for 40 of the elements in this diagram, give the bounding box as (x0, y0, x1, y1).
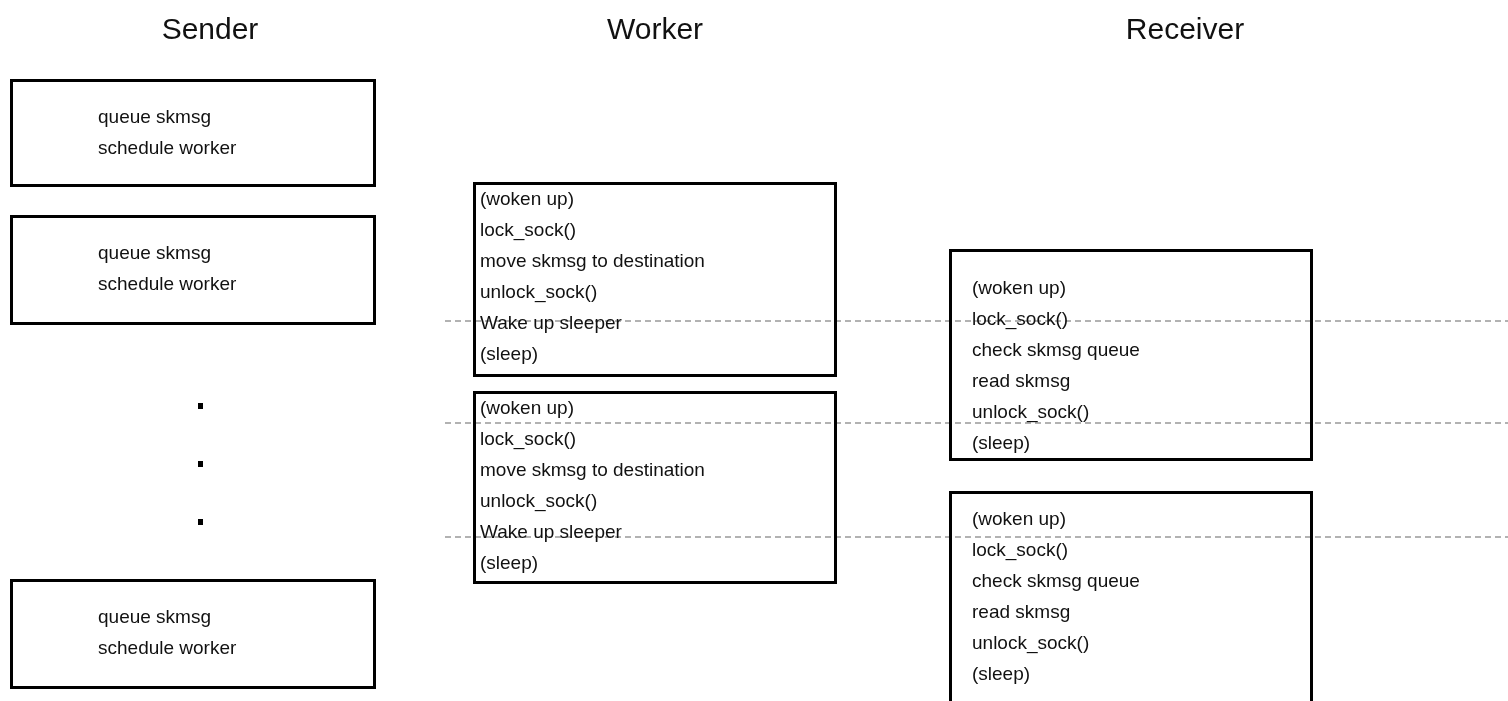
step-text: lock_sock() (972, 538, 1069, 563)
step-text: queue skmsg (98, 105, 211, 129)
task-box (10, 79, 376, 187)
step-text: unlock_sock() (972, 400, 1090, 425)
column-heading: Sender (161, 12, 259, 46)
step-text: move skmsg to destination (480, 249, 705, 273)
step-text: lock_sock() (480, 427, 577, 452)
task-box (10, 579, 376, 689)
process-box (949, 249, 1313, 461)
step-text: check skmsg queue (972, 569, 1140, 593)
step-text: Wake up sleeper (480, 520, 622, 544)
step-text: unlock_sock() (972, 631, 1090, 656)
step-text: schedule worker (98, 272, 237, 296)
step-text: read skmsg (972, 600, 1071, 624)
process-box (473, 182, 837, 377)
step-text: (sleep) (972, 431, 1031, 455)
step-text: read skmsg (972, 369, 1071, 393)
step-text: queue skmsg (98, 605, 211, 629)
task-box (10, 215, 376, 325)
step-text: (sleep) (972, 662, 1031, 686)
step-text: (woken up) (480, 396, 574, 420)
column-heading: Receiver (1125, 12, 1245, 46)
step-text: lock_sock() (480, 218, 577, 243)
step-text: unlock_sock() (480, 489, 598, 514)
step-text: (woken up) (972, 276, 1066, 300)
step-text: (woken up) (972, 507, 1066, 531)
step-text: check skmsg queue (972, 338, 1140, 362)
process-box (949, 491, 1313, 701)
step-text: schedule worker (98, 136, 237, 160)
step-text: lock_sock() (972, 307, 1069, 332)
step-text: schedule worker (98, 636, 237, 660)
step-text: queue skmsg (98, 241, 211, 265)
step-text: (sleep) (480, 551, 539, 575)
step-text: move skmsg to destination (480, 458, 705, 482)
step-text: (woken up) (480, 187, 574, 211)
step-text: unlock_sock() (480, 280, 598, 305)
step-text: (sleep) (480, 342, 539, 366)
column-heading: Worker (606, 12, 704, 46)
process-box (473, 391, 837, 584)
step-text: Wake up sleeper (480, 311, 622, 335)
